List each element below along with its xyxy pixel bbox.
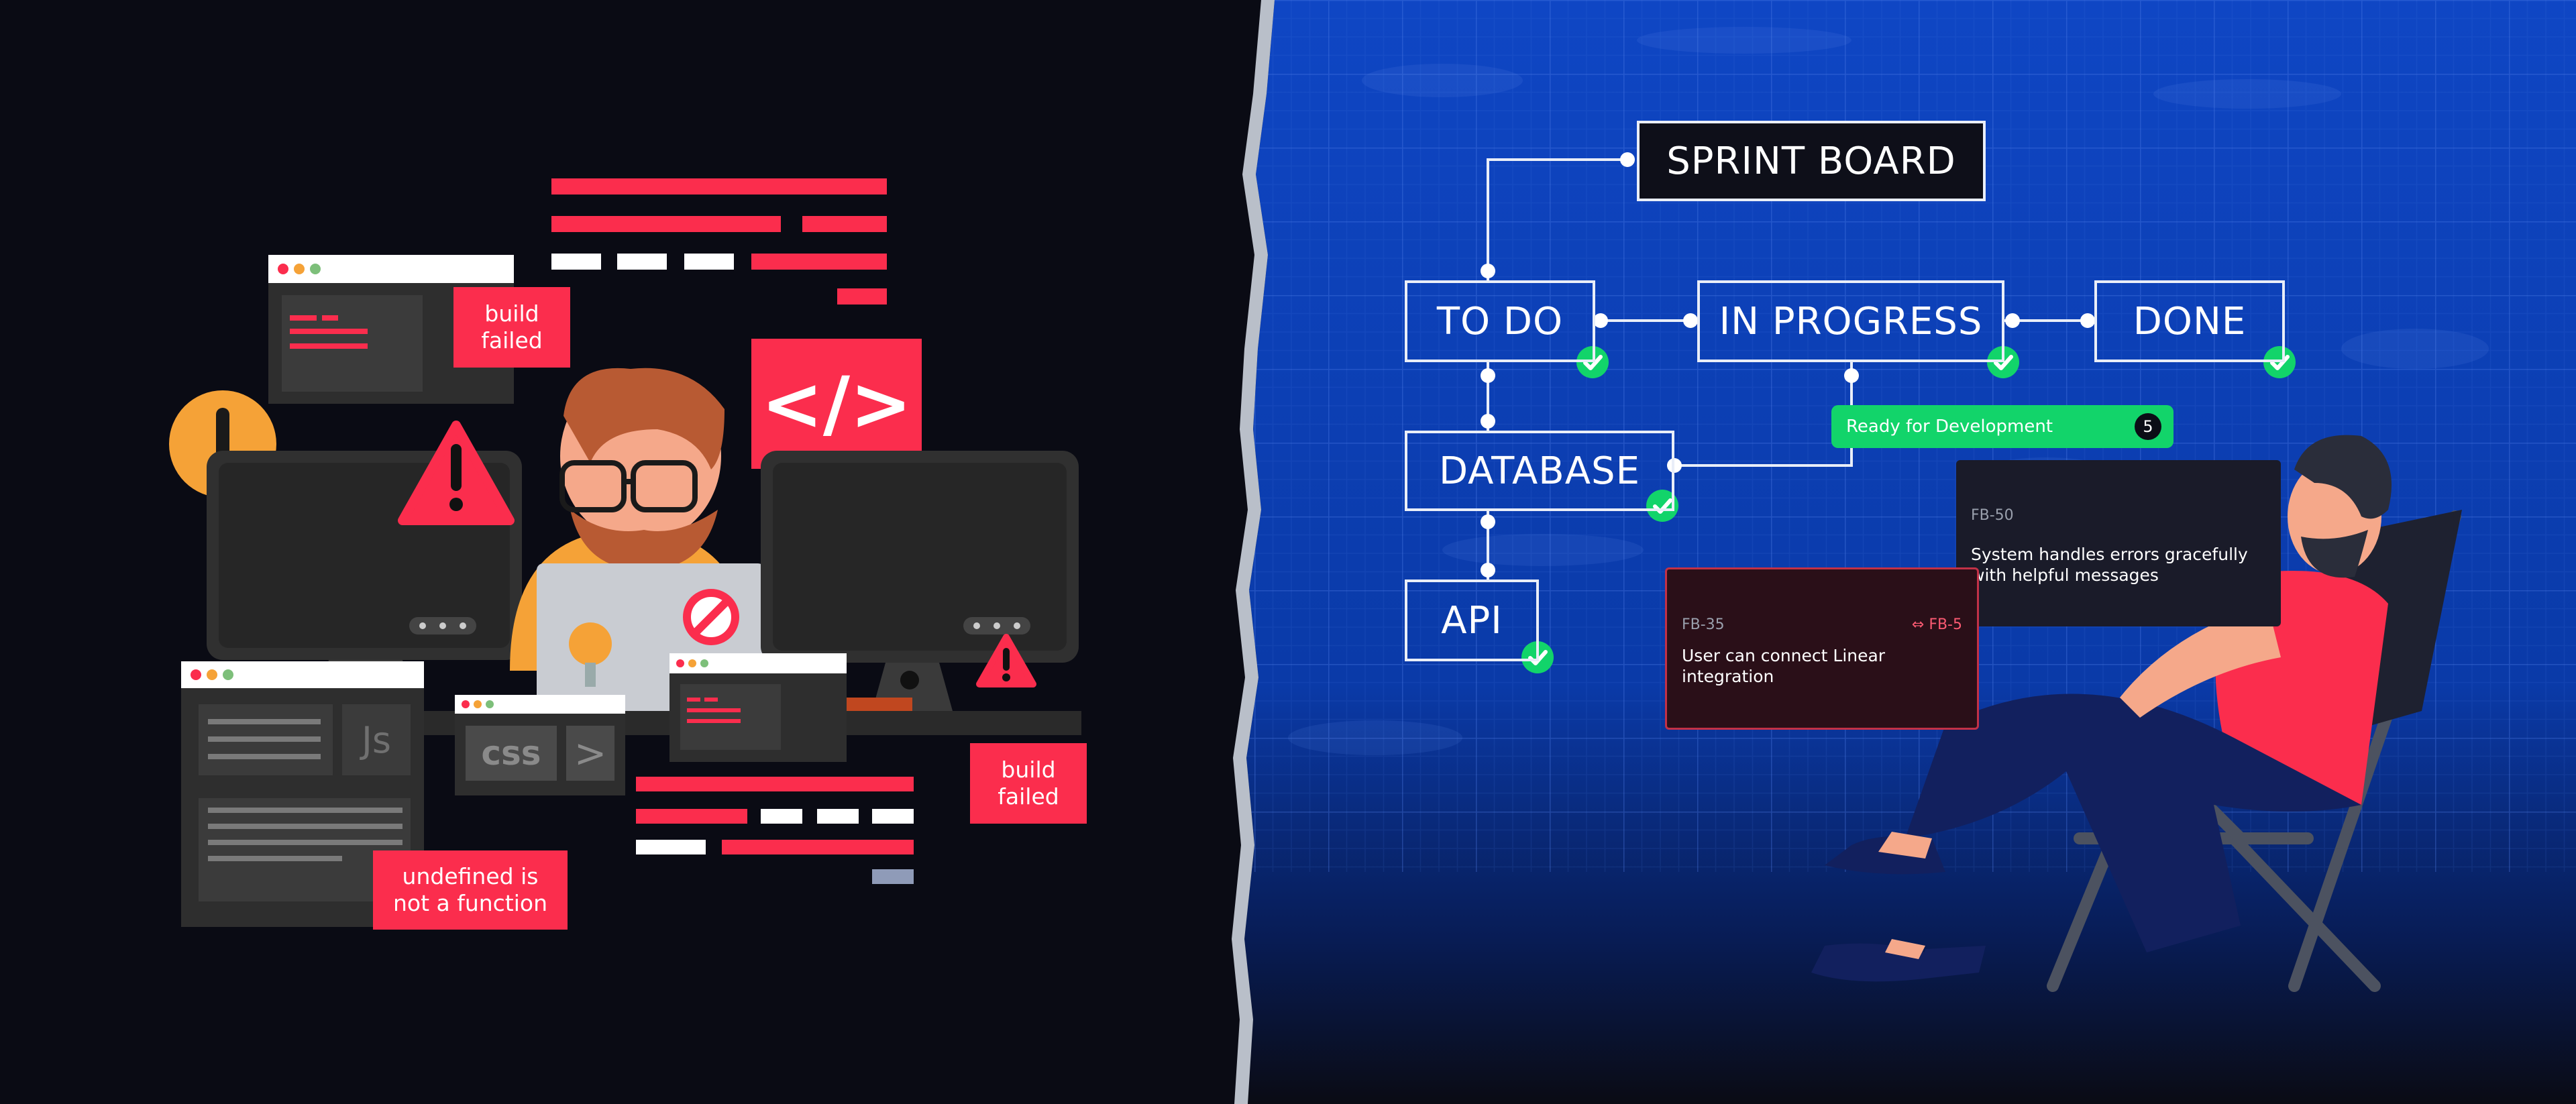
card-link[interactable]: ⇔ FB-5 [1911,616,1962,633]
css-file-icon: css [481,734,541,773]
browser-window-small [669,653,847,762]
ready-status-label: Ready for Development [1846,417,2053,437]
code-lines-bottom [636,777,914,884]
warning-triangle-small-icon [976,634,1036,687]
node-database[interactable]: DATABASE [1405,431,1674,511]
task-card-fb-35[interactable]: FB-35 ⇔ FB-5 User can connect Linear int… [1665,567,1979,730]
column-in-progress[interactable]: IN PROGRESS [1697,280,2004,362]
check-icon [1646,490,1678,522]
check-icon [1987,346,2019,378]
sprint-board-title: SPRINT BOARD [1637,121,1986,201]
column-to-do[interactable]: TO DO [1405,280,1595,362]
ready-status-pill[interactable]: Ready for Development 5 [1831,405,2174,448]
link-icon: ⇔ [1911,616,1929,633]
node-api[interactable]: API [1405,579,1539,661]
undefined-error-badge: undefined is not a function [373,850,568,930]
ready-count-badge: 5 [2135,413,2161,440]
relaxed-developer [1811,435,2462,992]
build-failed-badge-top: build failed [453,287,570,368]
monitor-right [761,451,1079,711]
check-icon [1576,346,1609,378]
code-icon: </> [761,361,912,447]
build-failed-badge-bottom: build failed [970,743,1087,824]
code-icon-box [751,339,922,469]
js-file-icon: Js [361,718,392,761]
browser-window-top [268,255,514,404]
torn-edge [1232,0,1275,1104]
stressed-developer [510,368,765,724]
card-text: System handles errors gracefully with he… [1971,545,2248,585]
warning-triangle-icon [398,421,515,525]
connector-dots [1481,152,2095,577]
card-id: FB-50 [1971,507,2014,524]
card-text: User can connect Linear integration [1682,646,1886,686]
card-id: FB-35 [1682,616,1725,633]
task-card-fb-50[interactable]: FB-50 System handles errors gracefully w… [1956,460,2281,626]
terminal-prompt-icon: > [574,730,607,776]
code-lines-top [551,178,887,305]
browser-window-css [455,695,625,795]
column-done[interactable]: DONE [2094,280,2285,362]
